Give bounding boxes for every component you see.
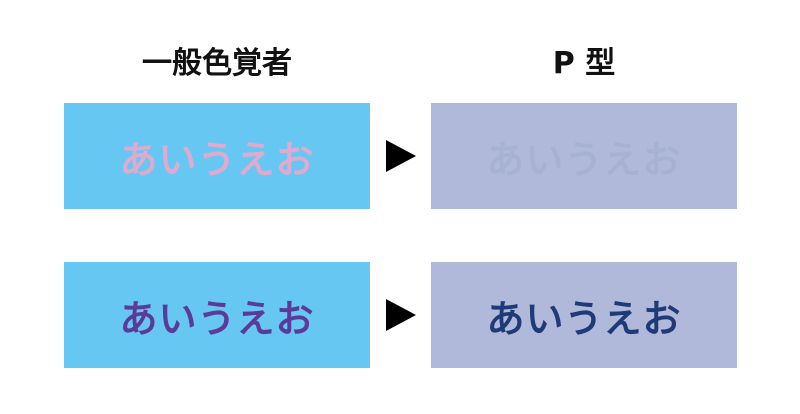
- arrow-right-icon: [386, 140, 416, 172]
- swatch-row1-p-type-text: あいうえお: [486, 137, 682, 182]
- header-normal-vision: 一般色覚者: [142, 46, 292, 81]
- swatch-row2-normal-text: あいうえお: [119, 296, 315, 341]
- header-p-type: P 型: [552, 46, 616, 81]
- swatch-row1-normal: あいうえお: [64, 103, 370, 209]
- swatch-row2-normal: あいうえお: [64, 262, 370, 368]
- swatch-row2-p-type-text: あいうえお: [486, 296, 682, 341]
- arrow-right-icon: [386, 299, 416, 331]
- swatch-row1-p-type: あいうえお: [431, 103, 737, 209]
- swatch-row1-normal-text: あいうえお: [119, 137, 315, 182]
- swatch-row2-p-type: あいうえお: [431, 262, 737, 368]
